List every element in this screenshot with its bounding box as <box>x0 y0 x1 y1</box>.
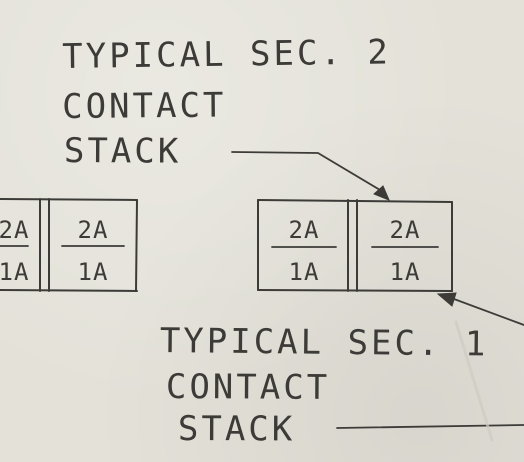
sec2-leader-arrow <box>231 151 390 201</box>
right-cell-2-top: 2A <box>390 216 421 244</box>
right-cell-1-bottom: 1A <box>289 258 320 286</box>
right-cell-1-top: 2A <box>289 216 320 244</box>
left-cell-2-bottom: 1A <box>78 258 109 286</box>
sec1-leader-arrow <box>336 292 524 429</box>
paper-smudge <box>454 320 494 442</box>
left-cell-1-bottom: 1A <box>0 258 29 286</box>
left-contact-stack <box>0 198 138 292</box>
right-cell-2-bottom: 1A <box>390 258 421 286</box>
right-contact-stack <box>257 199 453 292</box>
left-cell-2-top: 2A <box>78 216 109 244</box>
left-cell-1-top: 2A <box>0 216 29 244</box>
